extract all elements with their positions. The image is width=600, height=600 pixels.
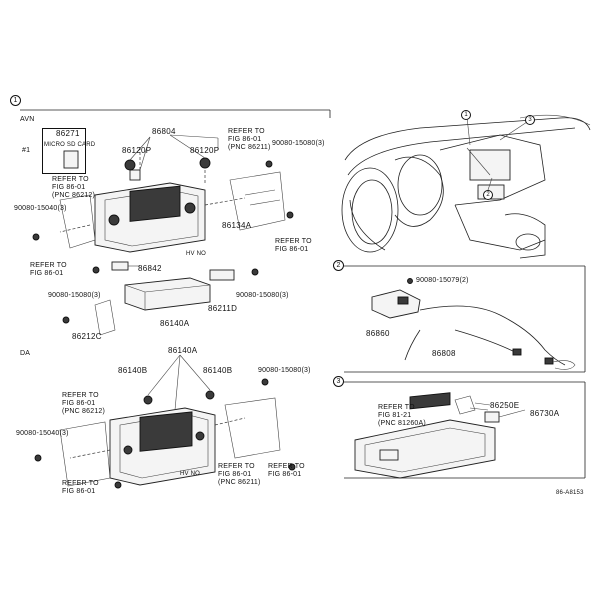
header-avn: AVN xyxy=(20,116,35,123)
part-86808: 86808 xyxy=(432,349,456,358)
ref-2-line-1: REFER TO xyxy=(52,176,89,183)
part-86271: 86271 xyxy=(56,129,80,138)
part-86140a-ecu: 86140A xyxy=(160,319,190,328)
bolt-90080-15080-top: 90080-15080(3) xyxy=(272,140,325,147)
callout-3: 3 xyxy=(525,115,535,125)
part-86804: 86804 xyxy=(152,127,176,136)
vehicle-interior-view xyxy=(341,114,591,259)
ref-8-line-2: FIG 86-01 xyxy=(62,488,96,495)
ref-6-line-3: (PNC 86211) xyxy=(218,479,261,486)
hv-no-marker-1: HV NO xyxy=(186,251,207,257)
sd-card-glyph xyxy=(63,150,79,169)
avn-head-unit-drawing xyxy=(59,145,286,253)
ref-1-line-1: REFER TO xyxy=(228,128,265,135)
part-86250e: 86250E xyxy=(490,401,520,410)
ref-1-line-2: FIG 86-01 xyxy=(228,136,262,143)
callout-2: 2 xyxy=(483,190,493,200)
section-2-frame xyxy=(344,265,586,373)
bolt-90080-15080-mid-right: 90080-15080(3) xyxy=(236,292,289,299)
ref-3-line-2: FIG 86-01 xyxy=(275,246,309,253)
ref-6-line-2: FIG 86-01 xyxy=(218,471,252,478)
part-86212c: 86212C xyxy=(72,332,102,341)
bolt-90080-15040-da: 90080-15040(3) xyxy=(16,430,69,437)
section-marker-2: 2 xyxy=(333,260,344,271)
ref-7-line-2: FIG 86-01 xyxy=(268,471,302,478)
ref-7-line-1: REFER TO xyxy=(268,463,305,470)
wire-86808-drawing xyxy=(404,305,576,370)
section-marker-3: 3 xyxy=(333,376,344,387)
figure-code: 86-A8153 xyxy=(556,490,584,496)
ref-5-line-1: REFER TO xyxy=(62,392,99,399)
ref-5-line-3: (PNC 86212) xyxy=(62,408,106,415)
section-marker-1: 1 xyxy=(10,95,21,106)
part-86140a-da: 86140A xyxy=(168,346,198,355)
part-86730a: 86730A xyxy=(530,409,560,418)
ecu-86140a-drawing xyxy=(124,277,211,311)
leader-lines xyxy=(129,134,526,418)
part-86140b-left: 86140B xyxy=(118,366,148,375)
part-86842: 86842 xyxy=(138,264,162,273)
bolt-90080-15079: 90080-15079(2) xyxy=(416,277,469,284)
bolt-90080-15040-left: 90080-15040(3) xyxy=(14,205,67,212)
callout-1: 1 xyxy=(461,110,471,120)
microphone-86860-drawing xyxy=(371,278,421,319)
part-86860: 86860 xyxy=(366,329,390,338)
hv-no-marker-2: HV NO xyxy=(180,471,201,477)
header-da: DA xyxy=(20,350,31,357)
part-86140b-right: 86140B xyxy=(203,366,233,375)
ref-8-line-1: REFER TO xyxy=(62,480,99,487)
ref-3-line-1: REFER TO xyxy=(275,238,312,245)
section-1-frame xyxy=(20,109,331,118)
micro-sd-label: MICRO SD CARD xyxy=(44,142,96,148)
da-head-unit-drawing xyxy=(34,378,296,489)
bolt-90080-15080-da: 90080-15080(3) xyxy=(258,367,311,374)
ref-5-line-2: FIG 86-01 xyxy=(62,400,96,407)
connector-86842 xyxy=(111,261,235,281)
ref-2-line-2: FIG 86-01 xyxy=(52,184,86,191)
knob-parts xyxy=(124,157,211,171)
ref-1-line-3: (PNC 86211) xyxy=(228,144,271,151)
screws-section-1 xyxy=(32,160,294,324)
ref-4-line-2: FIG 86-01 xyxy=(30,270,64,277)
part-86120p-right: 86120P xyxy=(190,146,220,155)
micro-sd-callout-box xyxy=(42,128,86,174)
bracket-86212c xyxy=(94,299,116,336)
part-86134a: 86134A xyxy=(222,221,252,230)
ref-4-line-1: REFER TO xyxy=(30,262,67,269)
part-86120p-left: 86120P xyxy=(122,146,152,155)
overhead-console-drawing xyxy=(354,392,500,479)
ref-9-line-2: FIG 81-21 xyxy=(378,412,412,419)
ref-9-line-3: (PNC 81260A) xyxy=(378,420,426,427)
section-3-frame xyxy=(344,381,586,479)
bolt-90080-15080-mid-left: 90080-15080(3) xyxy=(48,292,101,299)
ref-9-line-1: REFER TO xyxy=(378,404,415,411)
ref-2-line-3: (PNC 86212) xyxy=(52,192,96,199)
ref-6-line-1: REFER TO xyxy=(218,463,255,470)
bracket-mark: #1 xyxy=(22,147,31,154)
part-86211d: 86211D xyxy=(208,304,238,313)
